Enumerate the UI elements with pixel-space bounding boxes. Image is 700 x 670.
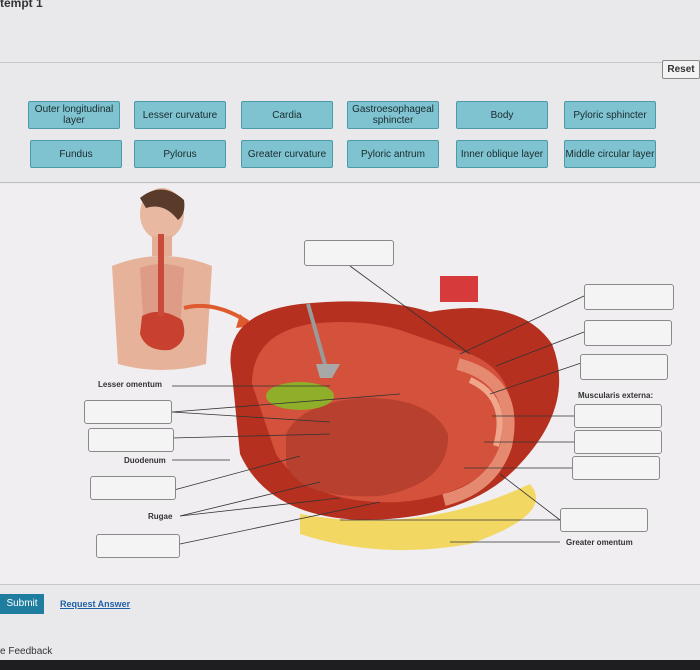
stomach-diagram: Lesser omentum Duodenum Rugae Muscularis… [0,184,700,584]
drop-target-muscularis-3[interactable] [572,456,660,480]
feedback-link[interactable]: e Feedback [0,646,53,657]
drop-target-left-1[interactable] [84,400,172,424]
label-bank: Outer longitudinal layer Lesser curvatur… [0,86,700,182]
stomach-illustration [112,188,585,551]
label-chip-pyloric-sphincter[interactable]: Pyloric sphincter [564,101,656,129]
reset-button[interactable]: Reset [662,60,700,79]
drop-target-right-3[interactable] [580,354,668,380]
drop-target-top[interactable] [304,240,394,266]
drop-target-right-1[interactable] [584,284,674,310]
stomach-cutaway-illustration [230,276,560,551]
label-chip-inner-oblique-layer[interactable]: Inner oblique layer [456,140,548,168]
label-chip-pyloric-antrum[interactable]: Pyloric antrum [347,140,439,168]
human-torso-illustration [112,188,252,370]
submit-button[interactable]: Submit [0,594,44,614]
label-chip-pylorus[interactable]: Pylorus [134,140,226,168]
duodenum-label: Duodenum [124,456,166,465]
drop-target-left-3[interactable] [90,476,176,500]
drop-target-muscularis-1[interactable] [574,404,662,428]
drop-target-right-bottom[interactable] [560,508,648,532]
label-chip-outer-longitudinal-layer[interactable]: Outer longitudinal layer [28,101,120,129]
label-chip-greater-curvature[interactable]: Greater curvature [241,140,333,168]
divider [0,584,700,585]
lesser-omentum-label: Lesser omentum [98,380,163,389]
label-chip-lesser-curvature[interactable]: Lesser curvature [134,101,226,129]
muscularis-externa-label: Muscularis externa: [578,391,654,400]
label-chip-body[interactable]: Body [456,101,548,129]
drop-target-left-2[interactable] [88,428,174,452]
screen-bezel [0,660,700,670]
label-chip-fundus[interactable]: Fundus [30,140,122,168]
drop-target-muscularis-2[interactable] [574,430,662,454]
divider [0,182,700,183]
attempt-label: tempt 1 [0,0,43,10]
drop-target-right-2[interactable] [584,320,672,346]
leader-lines [171,265,585,545]
rugae-label: Rugae [148,512,173,521]
request-answer-link[interactable]: Request Answer [60,599,131,609]
label-chip-middle-circular-layer[interactable]: Middle circular layer [564,140,656,168]
greater-omentum-label: Greater omentum [566,538,633,547]
label-chip-cardia[interactable]: Cardia [241,101,333,129]
divider [0,62,700,63]
label-chip-gastroesophageal-sphincter[interactable]: Gastroesophageal sphincter [347,101,439,129]
drop-target-left-4[interactable] [96,534,180,558]
